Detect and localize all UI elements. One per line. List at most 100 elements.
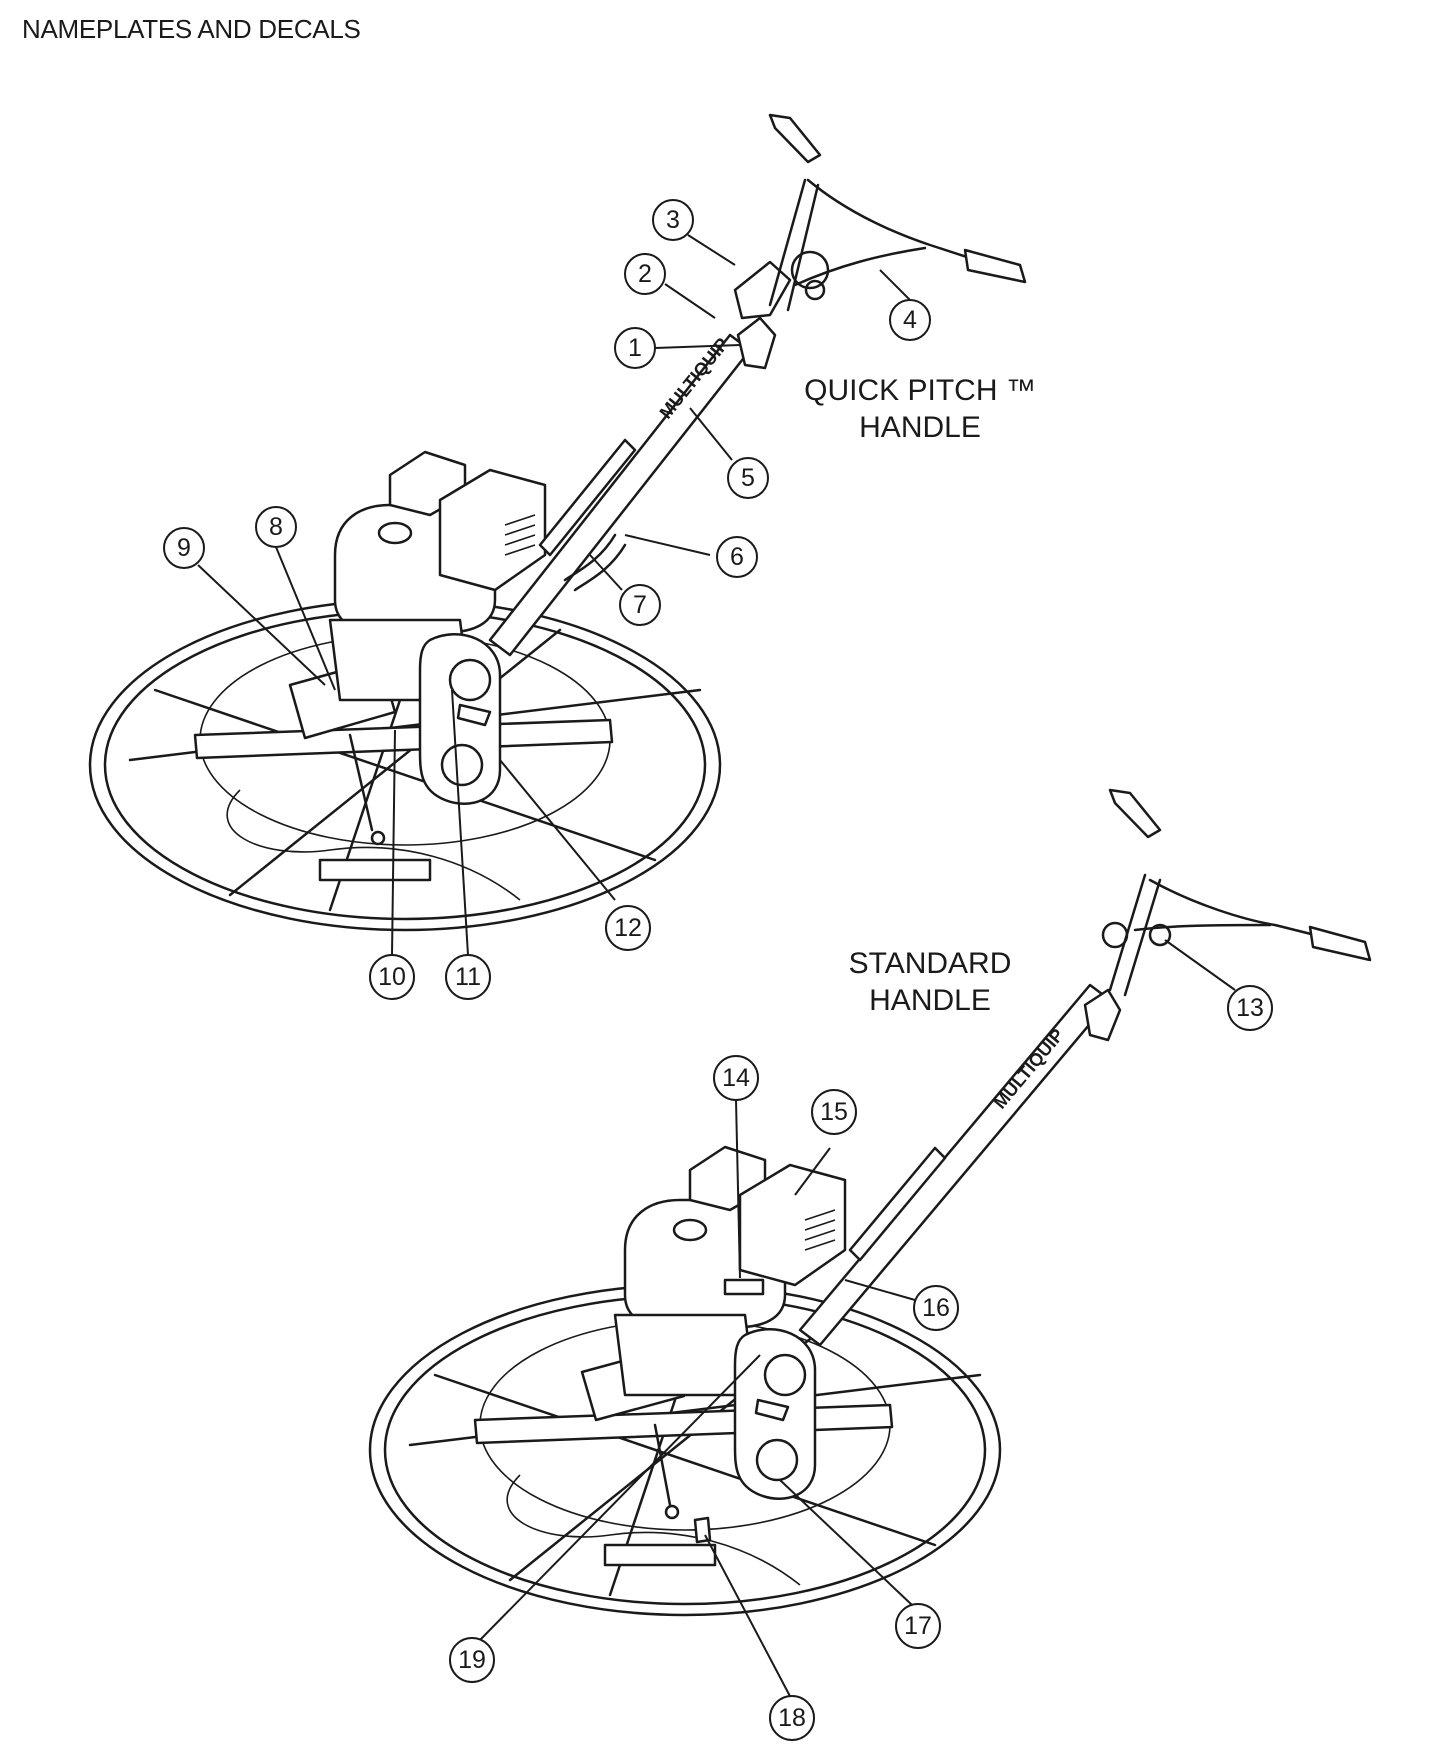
svg-text:16: 16 xyxy=(922,1294,950,1322)
quick-pitch-label-line2: HANDLE xyxy=(859,411,981,444)
gearbox-lower-boss xyxy=(755,1438,799,1482)
trowel-blade xyxy=(318,858,432,882)
wire-cord xyxy=(506,1474,801,1586)
quick-pitch-label-line1: QUICK PITCH ™ xyxy=(804,374,1036,407)
spider-arm xyxy=(433,1373,937,1547)
standard-label-line1: STANDARD xyxy=(848,947,1012,980)
bracket-strut xyxy=(348,733,374,832)
trowel-blade xyxy=(603,1543,717,1567)
leader-6 xyxy=(624,534,711,556)
spider-arm xyxy=(153,688,657,862)
leader-14 xyxy=(735,1099,741,1279)
callout-11: 11 xyxy=(445,954,491,1000)
leader-11 xyxy=(451,689,469,956)
callout-leaders xyxy=(197,234,1236,1701)
leader-13 xyxy=(1164,939,1236,991)
svg-text:4: 4 xyxy=(903,306,917,334)
callout-15: 15 xyxy=(811,1089,857,1135)
muffler-box xyxy=(438,468,547,592)
handle-decal-strip xyxy=(848,1146,947,1262)
callout-16: 16 xyxy=(913,1285,959,1331)
gearbox-lower-boss xyxy=(440,743,484,787)
leader-19 xyxy=(479,1354,761,1641)
callout-18: 18 xyxy=(769,1695,815,1741)
handle-riser xyxy=(768,178,820,312)
callout-13: 13 xyxy=(1227,985,1273,1031)
leader-9 xyxy=(197,564,326,686)
svg-text:11: 11 xyxy=(455,963,481,991)
callout-5: 5 xyxy=(727,457,769,499)
handle-pivot xyxy=(804,279,826,301)
svg-text:9: 9 xyxy=(177,534,191,562)
svg-text:8: 8 xyxy=(269,513,283,541)
wire-cord xyxy=(226,789,521,901)
right-grip xyxy=(963,248,1027,284)
callout-10: 10 xyxy=(369,954,415,1000)
multiquip-logo: MULTIQUIP xyxy=(990,1025,1068,1113)
fuel-cap xyxy=(672,1218,708,1242)
page-title: NAMEPLATES AND DECALS xyxy=(22,14,361,44)
svg-text:2: 2 xyxy=(638,260,652,288)
throttle-cable xyxy=(793,246,927,287)
leader-3 xyxy=(687,234,736,266)
callout-3: 3 xyxy=(652,199,694,241)
svg-text:3: 3 xyxy=(666,206,680,234)
bracket-pin xyxy=(664,1504,680,1520)
leader-4 xyxy=(879,269,911,301)
handle-riser xyxy=(1108,873,1162,997)
leader-12 xyxy=(499,759,616,901)
control-cable xyxy=(563,533,627,592)
standard-trowel-illustration: MULTIQUIP xyxy=(368,788,1372,1617)
callout-17: 17 xyxy=(895,1603,941,1649)
svg-text:7: 7 xyxy=(633,591,647,619)
callout-1: 1 xyxy=(614,327,656,369)
callout-9: 9 xyxy=(163,527,205,569)
svg-text:1: 1 xyxy=(628,334,642,362)
callout-6: 6 xyxy=(716,536,758,578)
handlebar xyxy=(806,178,972,260)
engine-switch-panel xyxy=(723,1278,765,1296)
handle-pivot xyxy=(1148,923,1172,947)
svg-text:10: 10 xyxy=(378,963,406,991)
svg-text:6: 6 xyxy=(730,543,744,571)
quick-pitch-trowel-illustration: MULTIQUIP xyxy=(88,113,1027,932)
left-grip xyxy=(1108,788,1162,839)
fuel-cap xyxy=(377,521,413,545)
leader-7 xyxy=(589,554,623,591)
callout-19: 19 xyxy=(449,1637,495,1683)
gearbox-upper-boss xyxy=(763,1353,807,1397)
callout-2: 2 xyxy=(624,253,666,295)
leader-5 xyxy=(689,407,733,461)
leader-10 xyxy=(391,729,396,956)
standard-handle-label: STANDARD HANDLE xyxy=(800,945,1060,1019)
muffler-vents xyxy=(804,1209,836,1251)
leader-17 xyxy=(779,1479,913,1606)
left-grip xyxy=(768,113,822,164)
bracket-strut xyxy=(653,1423,672,1507)
callout-8: 8 xyxy=(255,506,297,548)
leader-15 xyxy=(794,1147,831,1196)
quick-pitch-handle-label: QUICK PITCH ™ HANDLE xyxy=(780,372,1060,446)
pitch-control-box xyxy=(733,260,792,320)
leader-1 xyxy=(654,344,741,349)
right-grip xyxy=(1308,925,1372,962)
svg-text:15: 15 xyxy=(820,1098,848,1126)
leader-16 xyxy=(844,1279,916,1301)
gearbox-grease-fitting xyxy=(456,703,492,727)
svg-text:17: 17 xyxy=(904,1612,932,1640)
svg-text:19: 19 xyxy=(458,1646,486,1674)
muffler-vents xyxy=(504,514,536,556)
bracket-pin xyxy=(370,830,386,846)
svg-text:18: 18 xyxy=(778,1704,806,1732)
callout-12: 12 xyxy=(605,905,651,951)
handle-bracket xyxy=(1083,988,1122,1042)
callout-7: 7 xyxy=(619,584,661,626)
svg-text:5: 5 xyxy=(741,464,755,492)
gearbox-upper-boss xyxy=(448,658,492,702)
gearbox-grease-fitting xyxy=(754,1398,790,1422)
throttle-cable xyxy=(1133,923,1272,932)
pitch-indicator xyxy=(736,316,777,370)
svg-text:13: 13 xyxy=(1236,994,1264,1022)
callout-4: 4 xyxy=(889,299,931,341)
